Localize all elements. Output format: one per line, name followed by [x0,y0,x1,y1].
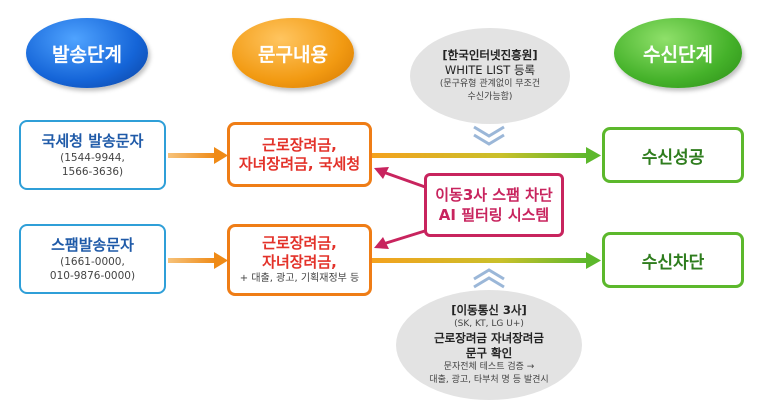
header-receive-label: 수신단계 [643,43,713,66]
arrow-filter-to-row2-content [374,228,429,249]
header-content-label: 문구내용 [258,43,328,66]
filter-line: AI 필터링 시스템 [438,206,550,224]
sender-title: 스팸발송문자 [51,235,134,254]
arrow-row1-sender-to-content [168,147,228,164]
carriers-note: 대출, 광고, 타부처 명 등 발견시 [429,375,549,385]
header-content-stage: 문구내용 [232,18,354,88]
header-send-label: 발송단계 [52,43,122,66]
sender-numbers: 1566-3636) [61,165,124,178]
content-note: + 대출, 광고, 기획재정부 등 [239,273,360,284]
result-box-blocked: 수신차단 [602,232,744,288]
content-line: 근로장려금, [262,135,337,154]
whitelist-note-1: (문구유형 관계없이 무조건 [439,79,541,89]
arrow-row2-sender-to-content [168,252,228,269]
content-line: 자녀장려금, [262,253,337,271]
chevron-down-icon [473,125,505,146]
carriers-check: 문구 확인 [465,346,513,360]
sender-box-nts: 국세청 발송문자 (1544-9944, 1566-3636) [19,120,166,190]
result-label: 수신성공 [641,147,705,168]
sender-title: 국세청 발송문자 [41,131,144,150]
arrow-row1-content-to-result [372,147,601,164]
content-line: 자녀장려금, 국세청 [238,154,361,173]
arrow-filter-to-row1-content [374,167,429,190]
result-label: 수신차단 [641,252,705,273]
chevron-up-icon [473,268,505,289]
header-send-stage: 발송단계 [26,18,148,88]
sender-box-spam: 스팸발송문자 (1661-0000, 010-9876-0000) [19,224,166,294]
carriers-title: [이동통신 3사] [451,303,527,317]
whitelist-title: WHITE LIST 등록 [444,63,536,77]
content-line: 근로장려금, [262,234,337,252]
sender-numbers: 010-9876-0000) [49,269,136,282]
sender-numbers: (1661-0000, [60,255,125,268]
whitelist-bubble: [한국인터넷진흥원] WHITE LIST 등록 (문구유형 관계없이 무조건 … [410,28,570,124]
carriers-list: (SK, KT, LG U+) [454,319,524,329]
content-box-row1: 근로장려금, 자녀장려금, 국세청 [227,122,372,187]
whitelist-note-2: 수신가능함) [467,92,513,102]
carriers-note: 문자전체 테스트 검증 → [443,362,535,372]
header-receive-stage: 수신단계 [614,18,742,88]
filter-line: 이동3사 스팸 차단 [435,186,553,204]
whitelist-org: [한국인터넷진흥원] [442,48,538,62]
arrow-row2-content-to-result [372,252,601,269]
sender-numbers: (1544-9944, [60,151,125,164]
content-box-row2: 근로장려금, 자녀장려금, + 대출, 광고, 기획재정부 등 [227,224,372,296]
carriers-bubble: [이동통신 3사] (SK, KT, LG U+) 근로장려금 자녀장려금 문구… [396,290,582,400]
result-box-success: 수신성공 [602,127,744,183]
ai-filter-box: 이동3사 스팸 차단 AI 필터링 시스템 [424,173,564,237]
carriers-check: 근로장려금 자녀장려금 [434,331,544,345]
